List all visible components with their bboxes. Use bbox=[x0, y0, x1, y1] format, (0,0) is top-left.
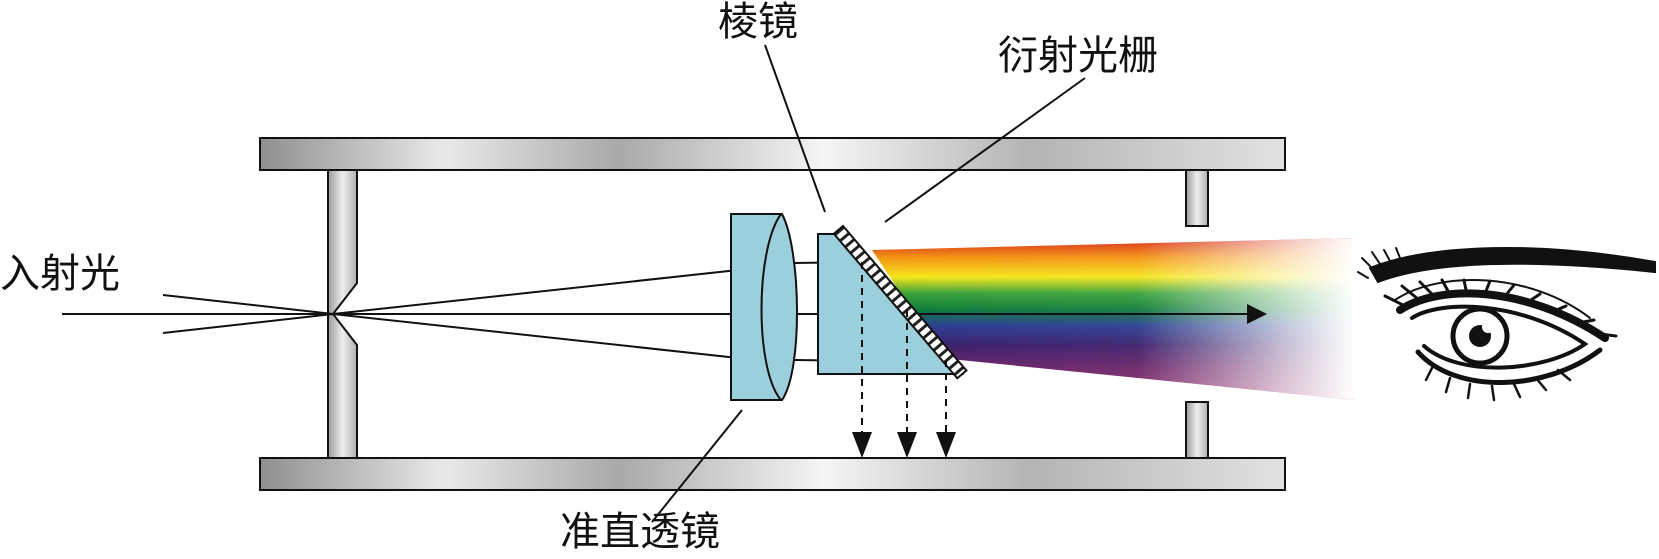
down-arrowhead-3 bbox=[936, 432, 956, 458]
downward-rays bbox=[861, 262, 947, 433]
leader-lens bbox=[651, 409, 743, 523]
label-collimating-lens: 准直透镜 bbox=[560, 509, 720, 555]
label-grating: 衍射光栅 bbox=[998, 33, 1158, 79]
downward-arrowheads bbox=[852, 432, 956, 458]
spectrum-beam bbox=[872, 238, 1355, 400]
lower-eyelid bbox=[1415, 347, 1603, 385]
housing-bottom-bar bbox=[259, 457, 1286, 491]
collimating-lens bbox=[730, 213, 798, 401]
housing-exit-stop-top bbox=[1185, 169, 1209, 227]
diffraction-grating bbox=[832, 224, 968, 380]
eye-outline bbox=[1410, 304, 1589, 370]
lens-inner-curve bbox=[760, 213, 782, 401]
housing bbox=[259, 137, 1286, 491]
upper-eyelid bbox=[1396, 289, 1609, 342]
leader-prism bbox=[764, 44, 826, 213]
eye-crease bbox=[1394, 279, 1591, 319]
iris bbox=[1450, 306, 1510, 366]
ray-to-lens-upper bbox=[332, 269, 739, 315]
spectrum-fade bbox=[872, 238, 1355, 400]
lens-body bbox=[730, 213, 798, 401]
lower-lashes bbox=[1424, 366, 1572, 402]
down-arrowhead-2 bbox=[897, 432, 917, 458]
incident-ray-upper-left bbox=[162, 294, 334, 315]
leader-grating bbox=[884, 77, 1086, 223]
label-incident-light: 入射光 bbox=[0, 251, 120, 297]
leader-lines bbox=[651, 44, 1086, 523]
housing-top-bar bbox=[259, 137, 1286, 171]
housing-exit-stop-bottom bbox=[1185, 401, 1209, 459]
eye-icon bbox=[1357, 247, 1656, 402]
ray-to-lens-lower bbox=[332, 313, 739, 359]
eye-highlight bbox=[1482, 321, 1494, 333]
eyebrow-hairs bbox=[1357, 247, 1401, 279]
eyebrow bbox=[1368, 247, 1656, 284]
down-arrowhead-1 bbox=[852, 432, 872, 458]
incident-ray-lower-left bbox=[162, 313, 334, 334]
housing-entrance-wall bbox=[327, 169, 358, 459]
label-prism: 棱镜 bbox=[718, 0, 798, 45]
